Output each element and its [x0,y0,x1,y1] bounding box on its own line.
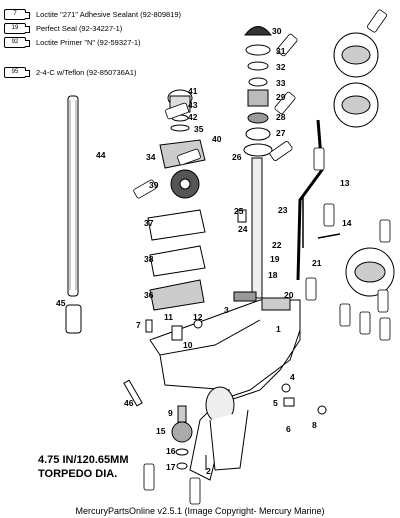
legend-row-2: 19 Perfect Seal (92-34227-1) [4,22,122,34]
lower-gear-parts [171,405,207,470]
legend-text: Loctite Primer "N" (92-59327-1) [36,37,141,47]
part-number: 4 [290,372,295,382]
sealant-tubes [133,9,391,505]
legend-text: Perfect Seal (92-34227-1) [36,23,123,33]
part-number: 29 [276,92,286,102]
part-number: 10 [183,340,193,350]
sealant-tube-icon: 95 [4,66,30,78]
part-number: 14 [342,218,352,228]
part-number: 18 [268,270,278,280]
part-number: 30 [272,26,282,36]
part-number: 1 [276,324,281,334]
gear-housing-top-parts [243,26,273,299]
part-number: 45 [56,298,66,308]
part-number: 38 [144,254,154,264]
part-number: 12 [193,312,203,322]
part-number: 42 [188,112,198,122]
drive-shaft [65,95,82,334]
part-number: 25 [234,206,244,216]
part-number: 34 [146,152,156,162]
legend-row-3: 92 Loctite Primer "N" (92-59327-1) [4,36,141,48]
sealant-tube-icon: 92 [4,36,30,48]
part-number: 11 [164,312,173,322]
part-number: 44 [96,150,106,160]
part-number: 41 [188,86,198,96]
bearing-details [333,32,395,297]
part-number: 8 [312,420,317,430]
part-number: 40 [212,134,222,144]
part-number: 43 [188,100,198,110]
part-number: 39 [149,180,159,190]
part-number: 37 [144,218,154,228]
gear-housing [149,297,301,481]
part-number: 16 [166,446,176,456]
part-number: 35 [194,124,204,134]
part-number: 33 [276,78,286,88]
part-number: 31 [276,46,286,56]
part-number: 32 [276,62,286,72]
legend-text: 2-4-C w/Teflon (92-850736A1) [36,67,137,77]
caption-line-1: 4.75 IN/120.65MM [38,454,129,466]
part-number: 3 [224,305,229,315]
part-number: 36 [144,290,154,300]
caption-line-2: TORPEDO DIA. [38,468,118,480]
part-number: 24 [238,224,248,234]
part-number: 19 [270,254,280,264]
part-number: 27 [276,128,286,138]
water-pump-assembly [147,89,206,311]
part-number: 5 [273,398,278,408]
part-number: 13 [340,178,350,188]
part-number: 22 [272,240,282,250]
part-number: 15 [156,426,166,436]
shift-shaft [296,119,324,281]
small-hardware [123,209,341,415]
sealant-tube-icon: 7 [4,8,30,20]
part-number: 23 [278,205,288,215]
part-number: 28 [276,112,286,122]
part-number: 17 [166,462,176,472]
legend-row-4: 95 2-4-C w/Teflon (92-850736A1) [4,66,136,78]
part-number: 9 [168,408,173,418]
copyright-footer: MercuryPartsOnline v2.5.1 (Image Copyrig… [75,506,325,516]
part-number: 7 [136,320,141,330]
legend-row-1: 7 Loctite "271" Adhesive Sealant (92-809… [4,8,181,20]
sealant-tube-icon: 19 [4,22,30,34]
part-number: 20 [284,290,294,300]
part-number: 2 [206,466,211,476]
part-number: 21 [312,258,322,268]
legend-text: Loctite "271" Adhesive Sealant (92-80981… [36,9,182,19]
part-number: 46 [124,398,134,408]
part-number: 6 [286,424,291,434]
part-number: 26 [232,152,242,162]
